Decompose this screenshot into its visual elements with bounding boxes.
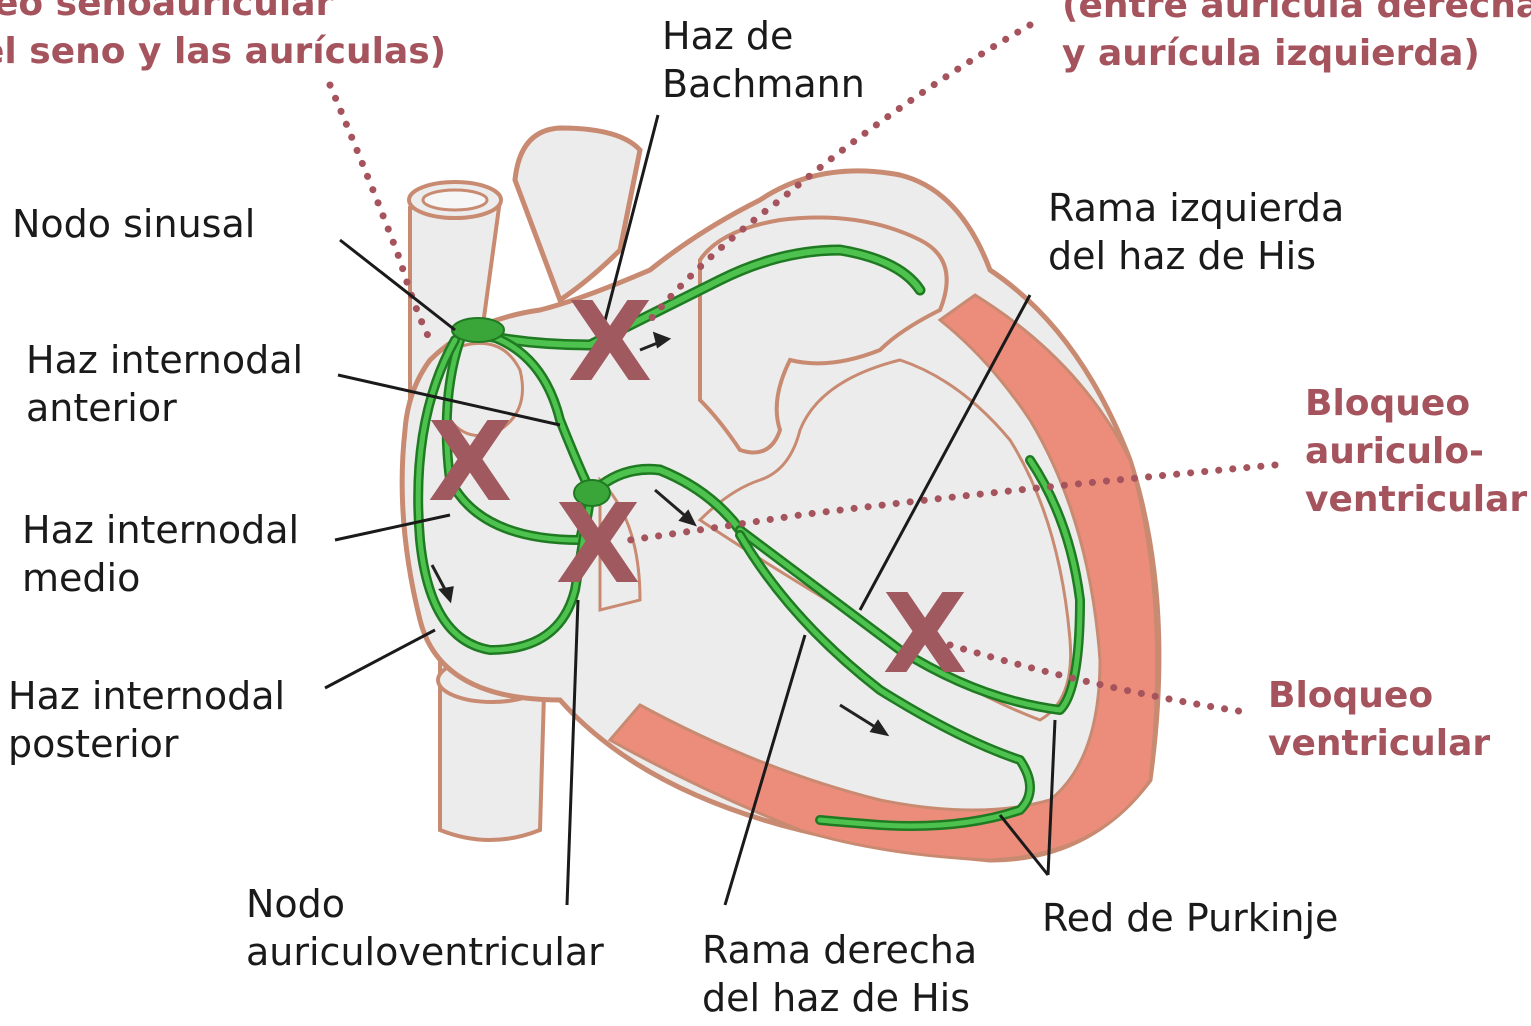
block-ventricular-line2: ventricular	[1268, 720, 1490, 768]
label-internodal-medio-line1: Haz internodal	[22, 506, 299, 554]
block-sinoatrial-line2: el seno y las aurículas)	[0, 28, 446, 76]
sinus-node	[452, 318, 504, 342]
label-purkinje-line1: Red de Purkinje	[1042, 894, 1338, 942]
label-nodo-av-line1: Nodo	[246, 880, 604, 928]
block-av-line1: Bloqueo	[1305, 380, 1527, 428]
block-interatrial-line2: y aurícula izquierda)	[1062, 30, 1531, 78]
block-ventricular-line1: Bloqueo	[1268, 672, 1490, 720]
block-sinoatrial-line1: eo senoauricular	[0, 0, 446, 28]
x-mark-ventricular: X	[883, 570, 968, 698]
label-rama-izquierda: Rama izquierda del haz de His	[1048, 184, 1344, 280]
label-internodal-medio: Haz internodal medio	[22, 506, 299, 602]
label-rama-izquierda-line1: Rama izquierda	[1048, 184, 1344, 232]
block-interatrial-line1: (entre aurícula derecha	[1062, 0, 1531, 30]
block-av-line2: auriculo-	[1305, 428, 1527, 476]
label-internodal-posterior-line2: posterior	[8, 720, 285, 768]
label-rama-izquierda-line2: del haz de His	[1048, 232, 1344, 280]
block-sinoatrial-label: eo senoauricular el seno y las aurículas…	[0, 0, 446, 76]
label-internodal-medio-line2: medio	[22, 554, 299, 602]
block-interatrial-label: (entre aurícula derecha y aurícula izqui…	[1062, 0, 1531, 78]
label-nodo-sinusal: Nodo sinusal	[12, 200, 255, 248]
block-av-line3: ventricular	[1305, 476, 1527, 524]
label-internodal-posterior-line1: Haz internodal	[8, 672, 285, 720]
label-rama-derecha-line1: Rama derecha	[702, 926, 977, 974]
label-nodo-sinusal-line1: Nodo sinusal	[12, 200, 255, 248]
label-bachmann-line1: Haz de	[662, 12, 865, 60]
x-mark-atrioventricular: X	[556, 480, 641, 608]
label-rama-derecha: Rama derecha del haz de His	[702, 926, 977, 1022]
label-nodo-av: Nodo auriculoventricular	[246, 880, 604, 976]
label-internodal-anterior-line1: Haz internodal	[26, 336, 303, 384]
leader-internodal-posterior	[325, 630, 435, 688]
aorta	[515, 128, 640, 300]
label-bachmann: Haz de Bachmann	[662, 12, 865, 108]
label-internodal-posterior: Haz internodal posterior	[8, 672, 285, 768]
x-mark-sinoatrial: X	[428, 398, 513, 526]
label-internodal-anterior-line2: anterior	[26, 384, 303, 432]
block-ventricular-label: Bloqueo ventricular	[1268, 672, 1490, 768]
x-mark-interatrial: X	[568, 278, 653, 406]
label-internodal-anterior: Haz internodal anterior	[26, 336, 303, 432]
label-bachmann-line2: Bachmann	[662, 60, 865, 108]
label-purkinje: Red de Purkinje	[1042, 894, 1338, 942]
label-nodo-av-line2: auriculoventricular	[246, 928, 604, 976]
label-rama-derecha-line2: del haz de His	[702, 974, 977, 1022]
block-atrioventricular-label: Bloqueo auriculo- ventricular	[1305, 380, 1527, 524]
